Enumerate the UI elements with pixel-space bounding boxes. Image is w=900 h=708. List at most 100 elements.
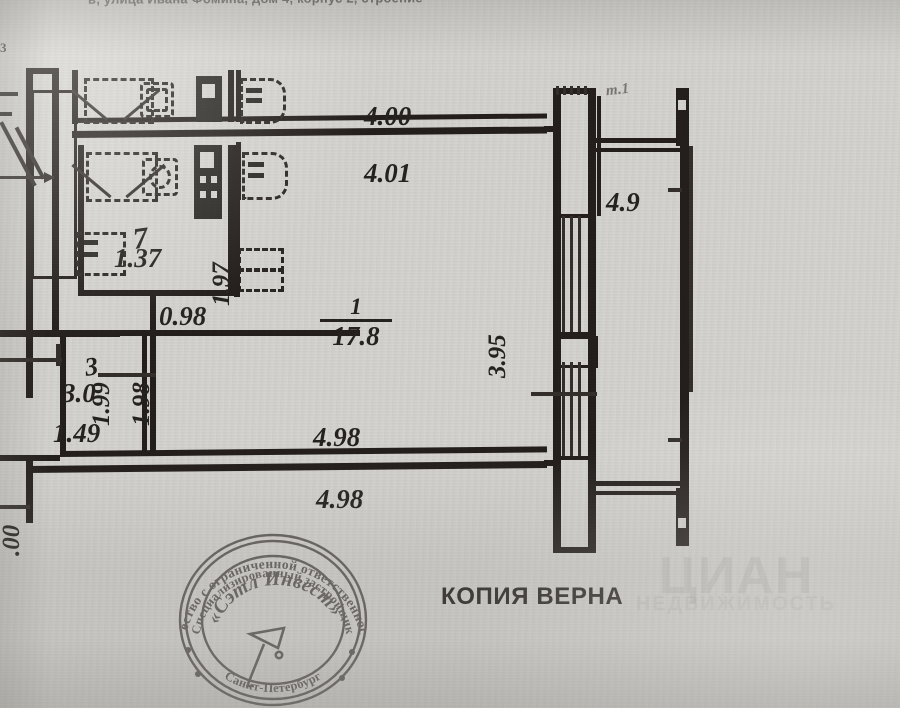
room-right-connector-bottom [544, 460, 558, 466]
room-label-rule [320, 319, 392, 322]
glazing-mullion-a [562, 216, 565, 332]
dim-4-01: 4.01 [364, 158, 412, 188]
hall-top-wall [60, 330, 360, 336]
hall-mid-divider [142, 336, 147, 456]
left-shaft-wall-vertical [52, 68, 59, 330]
loggia-cap-bottom [553, 547, 596, 553]
stair-flight-box [31, 90, 77, 279]
top-wall-main-2 [71, 126, 548, 138]
left-lower-door-line [0, 358, 34, 362]
bath-upper-right-wall [228, 70, 234, 122]
hall-dim-tick [98, 373, 156, 377]
toilet-lower-tank [248, 173, 264, 178]
glazing-mullion-c [578, 216, 581, 332]
room-bottom-wall-inner [59, 446, 548, 457]
toilet-upper-bowl [246, 88, 262, 93]
glazing-mullion-f [578, 362, 581, 456]
glazing-div-mid [556, 332, 594, 336]
bath-upper-sink-inner [146, 88, 168, 112]
loggia-hatch-c [570, 86, 573, 95]
toilet-lower-bowl [248, 162, 264, 167]
dim-1-98: 1.98 [128, 382, 155, 426]
stamp-emblem-icon [245, 626, 286, 688]
balcony-dim-tick [531, 392, 597, 396]
loggia-hatch-a [556, 86, 559, 95]
paper-shadow-band [0, 455, 900, 708]
hall-divider-wall [150, 295, 156, 337]
stair-arrow-head [44, 172, 55, 183]
toilet-upper-symbol [240, 78, 286, 124]
bath-lower-right-wall [228, 145, 234, 295]
bath-upper-left-wall [72, 70, 78, 124]
left-bottom-wall-v [26, 455, 33, 523]
left-outer-wall-vertical [26, 68, 33, 330]
room-left-wall [234, 145, 240, 297]
kitchen-riser-gap-e [211, 191, 217, 198]
watermark-line1: ЦИАН [658, 547, 814, 605]
room-label-1: 1 17.8 [320, 295, 392, 350]
dim-3-95: 3.95 [484, 334, 511, 378]
balcony-top-rail-2 [596, 148, 688, 152]
bath-lower-wc-bar-a [84, 240, 98, 245]
balcony-jamb-gap-bottom [678, 518, 686, 528]
dim-4-00: 4.00 [364, 101, 412, 131]
dim-0-98: 0.98 [159, 301, 207, 331]
balcony-notch-upper [668, 188, 682, 192]
bath-lower-left-wall [78, 145, 84, 295]
loggia-hatch-d [577, 86, 580, 95]
balcony-top-rail [596, 138, 688, 143]
toilet-upper-tank [246, 98, 262, 103]
room-area: 17.8 [332, 321, 380, 351]
hall-door-tick [18, 358, 62, 362]
balcony-jamb-gap-top [678, 100, 686, 110]
loggia-wall-left [553, 88, 561, 553]
room-right-connector-top [544, 126, 558, 132]
loggia-cap-top [553, 88, 596, 94]
left-shaft-cap [26, 68, 59, 74]
kitchen-riser-gap-a [200, 152, 214, 168]
glazing-mullion-b [570, 216, 573, 332]
room-number: 1 [350, 294, 362, 319]
bath-upper-riser-gap [202, 84, 215, 98]
hall-right-wall [150, 336, 156, 456]
faint-mark-label: т.1 [605, 80, 630, 100]
balcony-outer-wall-inner [689, 146, 693, 392]
copy-certified-label: КОПИЯ ВЕРНА [441, 583, 624, 610]
watermark-line2: НЕДВИЖИМОСТЬ [636, 592, 837, 615]
loggia-wall-right [588, 88, 596, 553]
glazing-mullion-d [562, 362, 565, 456]
left-edge-hatch-a [0, 92, 18, 96]
stamp-star-icons [185, 647, 355, 681]
left-lower-wall-v [26, 330, 33, 398]
dim-1-49: 1.49 [53, 418, 101, 448]
glazing-div-bottom [556, 456, 594, 460]
company-stamp: Общество с ограниченной ответственностью… [166, 532, 380, 708]
dim-1-97: 1.97 [208, 262, 235, 306]
dim-3-0: 3.0 [62, 378, 96, 408]
site-watermark: ЦИАН НЕДВИЖИМОСТЬ [636, 550, 837, 615]
balcony-notch-lower [668, 438, 682, 442]
balcony-bottom-rail [596, 481, 688, 486]
room-bottom-wall-outer [27, 461, 548, 473]
loggia-hatch-e [584, 86, 587, 95]
corner-page-note: 3 [0, 40, 8, 55]
left-bottom-tick [0, 505, 30, 509]
bath-upper-riser-block [196, 76, 222, 122]
loggia-hatch-b [563, 86, 566, 95]
riser-mark-lower [238, 268, 284, 292]
dim-4-98-inner: 4.98 [313, 422, 361, 452]
bath-lower-sink-symbol [142, 158, 178, 196]
dim-4-9: 4.9 [606, 187, 640, 217]
left-bottom-wall-h [0, 455, 60, 461]
balcony-jamb-top [676, 88, 682, 146]
glazing-mullion-e [570, 362, 573, 456]
balcony-outer-wall [680, 88, 689, 546]
header-address-strip: в, улица Ивана Фомина, дом 4, корпус 2, … [0, 0, 900, 16]
balcony-jamb-bottom [676, 488, 682, 546]
hall-left-wall [60, 330, 66, 456]
left-edge-hatch-b [0, 112, 12, 116]
glazing-div-top [556, 214, 594, 218]
bath-lower-wc-symbol [76, 232, 126, 276]
paper-highlight-bottomright [440, 368, 900, 708]
